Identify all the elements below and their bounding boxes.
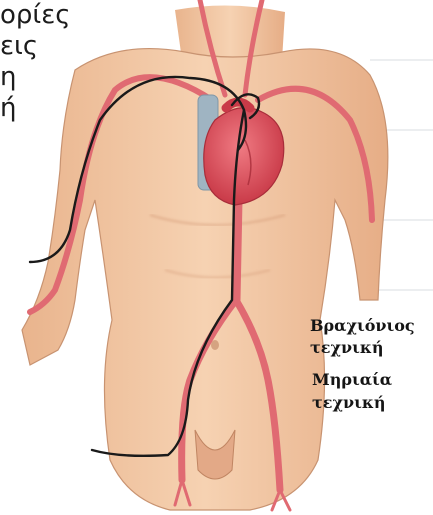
brachial-technique-label-line1: Βραχιόνιος — [310, 316, 415, 336]
text-line: εις — [0, 31, 82, 62]
femoral-technique-label-line1: Μηριαία — [312, 370, 392, 390]
brachial-technique-label-line2: τεχνική — [310, 338, 383, 358]
text-line: ή — [0, 93, 82, 124]
clipped-body-text: ορίες εις η ή — [0, 0, 82, 124]
femoral-technique-label-line2: τεχνική — [312, 393, 385, 413]
text-line: η — [0, 62, 82, 93]
text-line: ορίες — [0, 0, 82, 31]
